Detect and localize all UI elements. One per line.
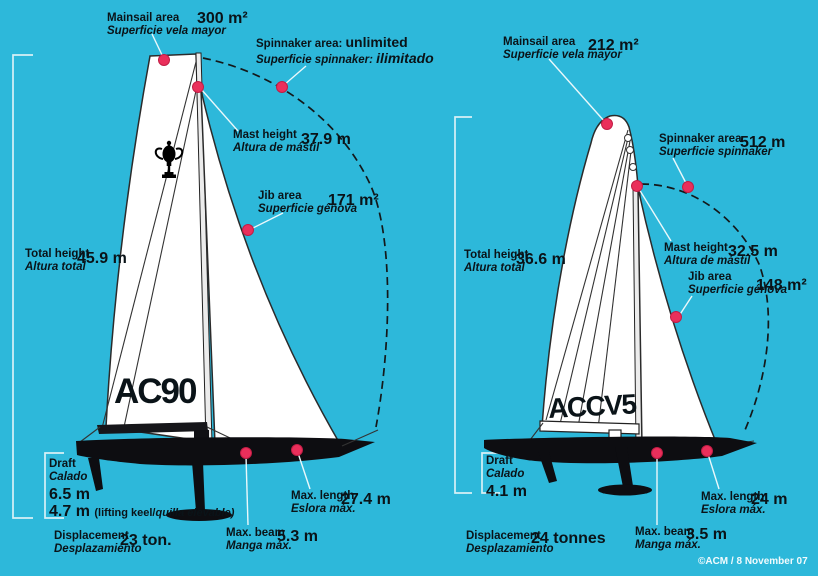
ac90-spinnaker-label: Spinnaker area: unlimited Superficie spi… <box>256 34 434 66</box>
ac90-boat-name: AC90 <box>114 372 197 411</box>
accv5-rig-3 <box>577 140 631 428</box>
accv5-mainsail <box>541 114 641 432</box>
accv5-mainsail-label: Mainsail area Superficie vela mayor <box>503 36 622 61</box>
accv5-jib-label: Jib area Superficie génova <box>688 271 788 296</box>
accv5-spinnaker-label: Spinnaker area Superficie spinnaker <box>659 133 773 158</box>
ac90-stern-rig <box>79 426 101 443</box>
accv5-hank-2 <box>626 146 634 154</box>
accv5-spinnaker-arc <box>640 183 770 431</box>
accv5-rig-4 <box>597 150 632 430</box>
accv5-jib-marker-icon <box>670 311 682 323</box>
ac90-length-marker-icon <box>291 444 303 456</box>
accv5-hank-3 <box>629 163 637 171</box>
ac90-bow-rig <box>341 429 379 447</box>
ac90-length-label: Max. length Eslora máx. <box>291 490 356 515</box>
accv5-jib-value: 148 m² <box>756 277 807 294</box>
ac90-mainsail-label: Mainsail area Superficie vela mayor <box>107 12 226 37</box>
ac90-spinnaker-leader <box>283 65 307 86</box>
accv5-draft-value: 4.1 m <box>486 482 527 500</box>
americas-cup-trophy-icon <box>154 140 184 178</box>
accv5-total-height-value: 36.6 m <box>516 251 566 268</box>
accv5-beam-value: 3.5 m <box>686 526 727 543</box>
ac90-length-value: 27.4 m <box>341 491 391 508</box>
ac90-draft-label: Draft Calado 6.5 m 4.7 m (lifting keel/q… <box>49 458 235 520</box>
accv5-mainsail-leader <box>548 58 606 123</box>
ac90-jib <box>200 89 342 445</box>
ac90-keel <box>192 462 205 511</box>
accv5-displacement-label: Displacement Desplazamiento <box>466 530 554 555</box>
ac90-boom <box>97 422 208 434</box>
ac90-rudder <box>88 458 103 491</box>
accv5-beam-marker-icon <box>651 447 663 459</box>
ac90-jib-label: Jib area Superficie génova <box>258 190 358 215</box>
ac90-jib-leader <box>250 212 284 230</box>
accv5-spinnaker-marker-icon <box>682 181 694 193</box>
accv5-length-value: 24 m <box>751 491 788 508</box>
ac90-draft-value-2: 4.7 m (lifting keel/quilla elevable) <box>49 502 235 520</box>
ac90-spinnaker-arc <box>202 57 389 428</box>
ac90-mast-label: Mast height Altura de mástil <box>233 129 320 154</box>
accv5-mast-leader <box>638 188 672 242</box>
ac90-keel-bulb <box>166 509 232 521</box>
accv5-mast-value: 32.5 m <box>728 243 778 260</box>
ac90-mast-marker-icon <box>192 81 204 93</box>
accv5-boat <box>484 114 757 496</box>
ac90-mainsail-marker-icon <box>158 54 170 66</box>
ac90-jib-marker-icon <box>242 224 254 236</box>
ac90-mainsail-leader <box>151 33 164 58</box>
accv5-spinnaker-leader <box>672 157 688 186</box>
accv5-boat-name: ACCV5 <box>547 388 637 425</box>
ac90-spinnaker-marker-icon <box>276 81 288 93</box>
ac90-draft-bracket <box>44 452 64 519</box>
ac90-displacement-value: 23 ton. <box>120 532 172 549</box>
ac90-total-height-label: Total height Altura total <box>25 248 90 273</box>
accv5-keel <box>615 447 633 487</box>
accv5-rudder <box>538 452 557 483</box>
accv5-length-label: Max. length Eslora máx. <box>701 491 766 516</box>
ac90-beam-marker-icon <box>240 447 252 459</box>
ac90-beam-label: Max. beam Manga máx. <box>226 527 292 552</box>
accv5-total-height-label: Total height Altura total <box>464 249 529 274</box>
ac90-mast-leader <box>200 88 239 132</box>
accv5-beam-label: Max. beam Manga máx. <box>635 526 701 551</box>
ac90-backstay-1 <box>101 57 198 429</box>
accv5-draft-bracket <box>481 452 500 494</box>
ac90-total-height-value: 45.9 m <box>77 250 127 267</box>
accv5-rig-1 <box>545 129 629 421</box>
accv5-length-leader <box>707 453 720 490</box>
accv5-mainsail-marker-icon <box>601 118 613 130</box>
accv5-draft-label: Draft Calado 4.1 m <box>486 455 527 500</box>
ac90-jib-value: 171 m² <box>328 192 379 209</box>
ac90-beam-value: 5.3 m <box>277 528 318 545</box>
ac90-length-leader <box>297 452 311 490</box>
ac90-displacement-label: Displacement Desplazamiento <box>54 530 142 555</box>
ac90-mainsail-value: 300 m² <box>197 10 248 27</box>
ac90-total-height-bracket <box>12 54 33 519</box>
accv5-mast-marker-icon <box>631 180 643 192</box>
accv5-displacement-value: 24 tonnes <box>531 530 606 547</box>
accv5-hank-1 <box>624 134 632 142</box>
ac90-draft-value-1: 6.5 m <box>49 485 90 503</box>
copyright-credit: ©ACM / 8 November 07 <box>698 556 808 567</box>
accv5-total-height-bracket <box>454 116 472 494</box>
ac90-mast-value: 37.9 m <box>301 131 351 148</box>
accv5-mast-label: Mast height Altura de mástil <box>664 242 751 267</box>
accv5-length-marker-icon <box>701 445 713 457</box>
accv5-rig-2 <box>559 133 630 425</box>
ac90-boat <box>76 52 379 521</box>
accv5-mainsail-value: 212 m² <box>588 37 639 54</box>
accv5-keel-bulb <box>598 484 652 496</box>
ac90-beam-leader <box>245 455 249 526</box>
ac90-backstay-2 <box>123 71 201 428</box>
accv5-spinnaker-value: 512 m <box>740 134 786 151</box>
